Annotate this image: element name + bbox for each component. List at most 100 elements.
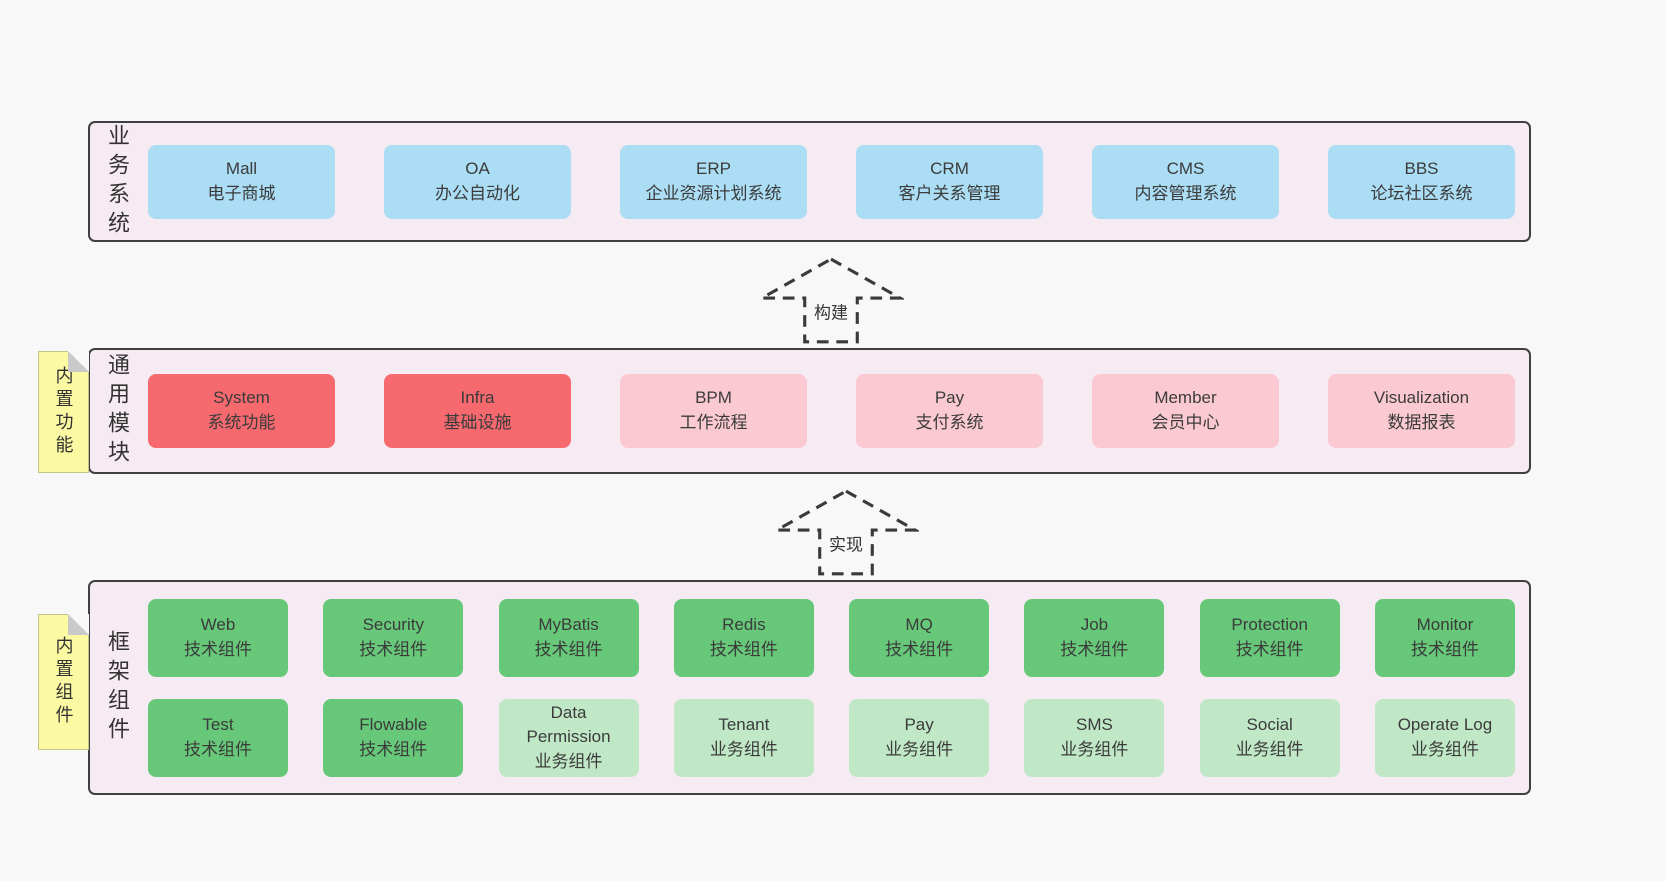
- up-arrow-icon: [758, 257, 904, 344]
- box-subtitle: 技术组件: [184, 739, 252, 759]
- box-bpm: BPM 工作流程: [620, 374, 807, 448]
- box-mybatis: MyBatis 技术组件: [498, 598, 639, 677]
- box-title: Visualization: [1373, 388, 1470, 408]
- box-subtitle: 业务组件: [1410, 739, 1479, 759]
- box-subtitle: 支付系统: [915, 413, 984, 432]
- box-title: MQ: [905, 614, 933, 634]
- box-pay-biz: Pay 业务组件: [849, 698, 990, 777]
- box-subtitle: 技术组件: [359, 739, 428, 759]
- folded-corner-icon: [68, 351, 89, 372]
- folded-corner-icon: [68, 614, 89, 635]
- box-mq: MQ 技术组件: [849, 598, 990, 677]
- box-test: Test 技术组件: [148, 698, 288, 777]
- box-protection: Protection 技术组件: [1199, 598, 1340, 677]
- box-title: System: [213, 388, 270, 408]
- box-subtitle: 系统功能: [207, 413, 276, 432]
- box-subtitle: 工作流程: [679, 413, 748, 432]
- box-title: Tenant: [718, 714, 770, 734]
- box-subtitle: 业务组件: [1235, 739, 1304, 759]
- layer-content: Web 技术组件 Security 技术组件 MyBatis 技术组件 Redi…: [144, 582, 1529, 793]
- layer-title: 通用模块: [105, 353, 130, 469]
- box-subtitle: 数据报表: [1387, 413, 1456, 432]
- box-title: Security: [362, 614, 424, 634]
- sticky-note-builtin-components: 内置组件: [38, 614, 89, 750]
- box-subtitle: 业务组件: [885, 739, 954, 759]
- box-subtitle: 会员中心: [1151, 413, 1220, 432]
- box-web: Web 技术组件: [148, 598, 288, 677]
- box-subtitle: 基础设施: [443, 413, 512, 432]
- box-oa: OA 办公自动化: [384, 144, 571, 219]
- layer-label-column: 通用模块: [90, 350, 144, 472]
- box-redis: Redis 技术组件: [673, 598, 814, 677]
- box-subtitle: 技术组件: [1060, 639, 1129, 659]
- box-subtitle: 业务组件: [709, 739, 778, 759]
- box-bbs: BBS 论坛社区系统: [1328, 144, 1515, 219]
- box-flowable: Flowable 技术组件: [323, 698, 464, 777]
- box-title: Pay: [904, 714, 934, 734]
- box-title: Protection: [1231, 614, 1308, 634]
- box-title: Infra: [460, 388, 495, 408]
- box-title: Job: [1080, 614, 1109, 634]
- box-title: Flowable: [359, 714, 428, 734]
- box-sms: SMS 业务组件: [1024, 698, 1165, 777]
- box-title: BBS: [1404, 158, 1439, 178]
- box-subtitle: 企业资源计划系统: [645, 183, 782, 203]
- box-title: CMS: [1166, 158, 1205, 178]
- box-tenant: Tenant 业务组件: [673, 698, 814, 777]
- layer-common-modules: 通用模块 System 系统功能 Infra 基础设施 BPM 工作流程 Pay: [88, 348, 1531, 474]
- box-row: Test 技术组件 Flowable 技术组件 Data Permission …: [148, 698, 1515, 777]
- box-subtitle: 内容管理系统: [1134, 183, 1237, 203]
- box-subtitle: 业务组件: [1060, 739, 1129, 759]
- box-pay-system: Pay 支付系统: [856, 374, 1043, 448]
- box-title: Member: [1154, 388, 1217, 408]
- box-title: SMS: [1075, 714, 1113, 734]
- box-social: Social 业务组件: [1199, 698, 1340, 777]
- box-subtitle: 技术组件: [709, 639, 778, 659]
- box-title: Test: [202, 714, 234, 734]
- layer-framework-components: 框架组件 Web 技术组件 Security 技术组件 MyBatis 技术组件…: [88, 580, 1531, 795]
- layer-label-column: 业务系统: [90, 123, 144, 240]
- box-title: CRM: [930, 158, 969, 178]
- sticky-note-builtin-features: 内置功能: [38, 351, 89, 473]
- layer-content: Mall 电子商城 OA 办公自动化 ERP 企业资源计划系统 CRM 客户关系…: [144, 123, 1529, 240]
- box-infra: Infra 基础设施: [384, 374, 571, 448]
- box-title: Redis: [722, 614, 766, 634]
- box-subtitle: 电子商城: [207, 183, 276, 203]
- box-job: Job 技术组件: [1024, 598, 1165, 677]
- box-title: ERP: [696, 158, 731, 178]
- box-title: Data Permission: [526, 702, 611, 747]
- box-data-permission: Data Permission 业务组件: [498, 698, 639, 777]
- sticky-note-text: 内置功能: [53, 366, 74, 458]
- box-title: Monitor: [1416, 614, 1474, 634]
- layer-title: 框架组件: [105, 629, 130, 746]
- arrow-implement: 实现: [773, 487, 919, 577]
- box-visualization: Visualization 数据报表: [1328, 374, 1515, 448]
- box-mall: Mall 电子商城: [148, 144, 335, 219]
- box-security: Security 技术组件: [323, 598, 464, 677]
- layer-content: System 系统功能 Infra 基础设施 BPM 工作流程 Pay 支付系统…: [144, 350, 1529, 472]
- box-subtitle: 论坛社区系统: [1370, 183, 1473, 203]
- box-title: BPM: [695, 388, 732, 408]
- box-row: Mall 电子商城 OA 办公自动化 ERP 企业资源计划系统 CRM 客户关系…: [148, 144, 1515, 219]
- box-monitor: Monitor 技术组件: [1374, 598, 1515, 677]
- layer-label-column: 框架组件: [90, 582, 144, 793]
- box-row: System 系统功能 Infra 基础设施 BPM 工作流程 Pay 支付系统…: [148, 374, 1515, 448]
- layer-business-systems: 业务系统 Mall 电子商城 OA 办公自动化 ERP 企业资源计划系统 CRM: [88, 121, 1531, 242]
- box-title: Operate Log: [1397, 714, 1493, 734]
- box-subtitle: 技术组件: [184, 639, 252, 659]
- box-subtitle: 技术组件: [885, 639, 954, 659]
- box-subtitle: 客户关系管理: [898, 183, 1001, 203]
- box-subtitle: 技术组件: [359, 639, 428, 659]
- arrow-build-label: 构建: [811, 297, 851, 325]
- box-cms: CMS 内容管理系统: [1092, 144, 1279, 219]
- layer-title: 业务系统: [105, 123, 130, 240]
- sticky-note-text: 内置组件: [53, 636, 74, 728]
- box-title: Social: [1246, 714, 1293, 734]
- box-crm: CRM 客户关系管理: [856, 144, 1043, 219]
- arrow-build: 构建: [758, 255, 904, 345]
- box-system: System 系统功能: [148, 374, 335, 448]
- box-title: OA: [465, 158, 490, 178]
- box-member: Member 会员中心: [1092, 374, 1279, 448]
- box-subtitle: 技术组件: [534, 639, 603, 659]
